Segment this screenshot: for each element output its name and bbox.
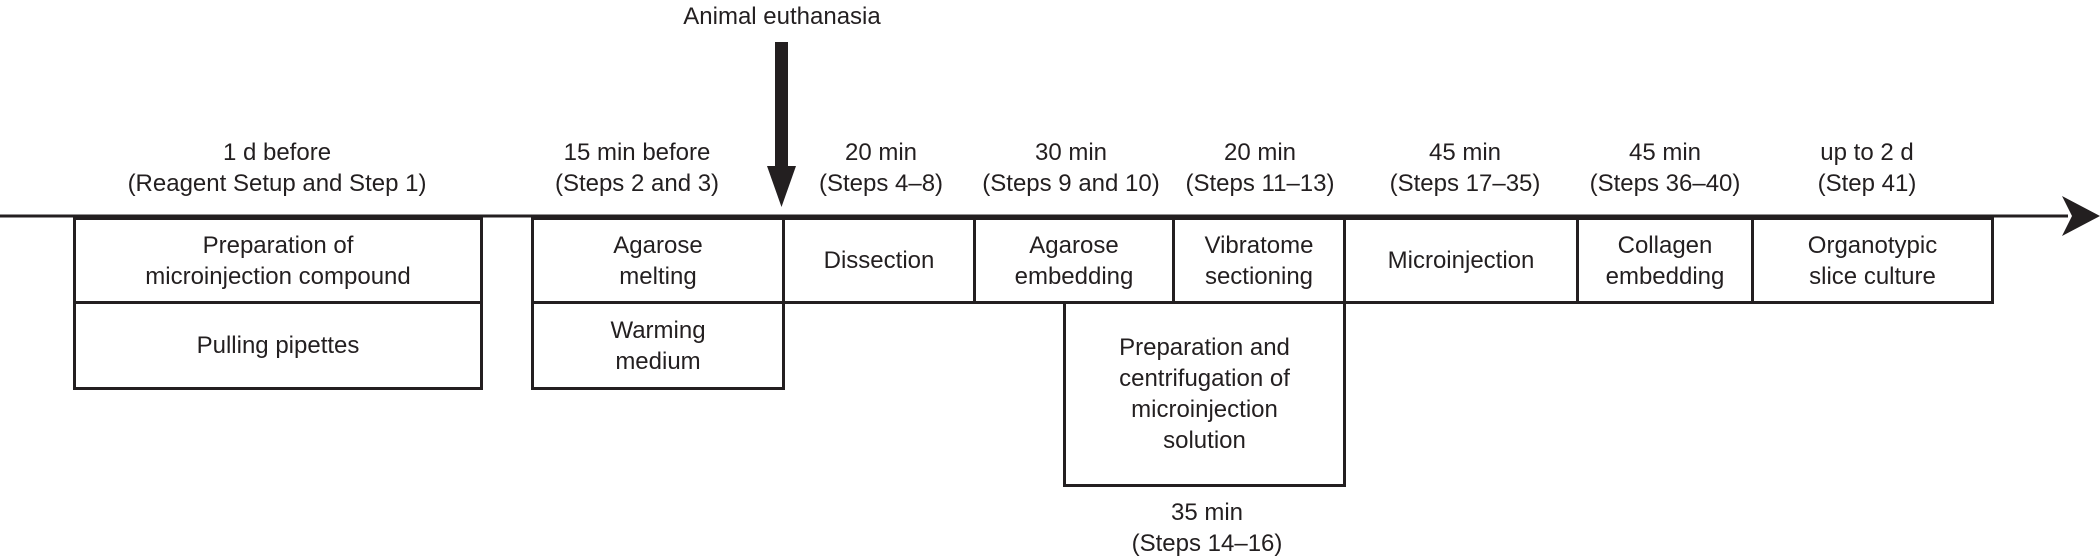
phase-label-agarose-embedding: 30 min (Steps 9 and 10) — [982, 137, 1159, 199]
phase-duration: 35 min — [1170, 499, 1244, 526]
task-label: Pulling pipettes — [196, 332, 360, 359]
phase-steps: (Steps 14–16) — [1131, 530, 1283, 557]
phase-label-collagen: 45 min (Steps 36–40) — [1590, 137, 1741, 199]
phase-label-vibratome: 20 min (Steps 11–13) — [1186, 137, 1335, 199]
phase-label-culture: up to 2 d (Step 41) — [1818, 137, 1917, 199]
phase-duration: 1 d before — [222, 139, 332, 166]
phase-steps: (Steps 2 and 3) — [554, 170, 720, 197]
task-label: Microinjection — [1387, 247, 1535, 274]
phase-label-1d-before: 1 d before (Reagent Setup and Step 1) — [128, 137, 427, 199]
phase-steps: (Steps 36–40) — [1589, 170, 1741, 197]
euthanasia-label: Animal euthanasia — [683, 3, 881, 30]
phase-steps: (Steps 9 and 10) — [982, 170, 1160, 197]
phase-label-microinjection: 45 min (Steps 17–35) — [1390, 137, 1541, 199]
phase-duration: 30 min — [1034, 139, 1108, 166]
phase-label-15min-before: 15 min before (Steps 2 and 3) — [555, 137, 719, 199]
phase-duration: 45 min — [1428, 139, 1502, 166]
phase-duration: 20 min — [1223, 139, 1297, 166]
task-microinjection: Microinjection — [1343, 217, 1579, 304]
euthanasia-arrow-shaft — [775, 42, 788, 176]
phase-label-solution-prep: 35 min (Steps 14–16) — [1132, 497, 1283, 559]
phase-steps: (Steps 17–35) — [1389, 170, 1541, 197]
phase-steps: (Step 41) — [1817, 170, 1917, 197]
task-pulling-pipettes: Pulling pipettes — [73, 301, 483, 390]
phase-steps: (Reagent Setup and Step 1) — [127, 170, 427, 197]
task-dissection: Dissection — [782, 217, 976, 304]
phase-steps: (Steps 4–8) — [818, 170, 944, 197]
phase-duration: 15 min before — [563, 139, 711, 166]
phase-duration: 45 min — [1628, 139, 1702, 166]
euthanasia-arrowhead — [767, 166, 796, 207]
timeline-arrowhead — [2062, 196, 2100, 236]
phase-steps: (Steps 11–13) — [1185, 170, 1335, 197]
task-label: Dissection — [823, 247, 935, 274]
phase-duration: up to 2 d — [1820, 139, 1914, 166]
phase-label-dissection: 20 min (Steps 4–8) — [819, 137, 943, 199]
phase-duration: 20 min — [844, 139, 918, 166]
